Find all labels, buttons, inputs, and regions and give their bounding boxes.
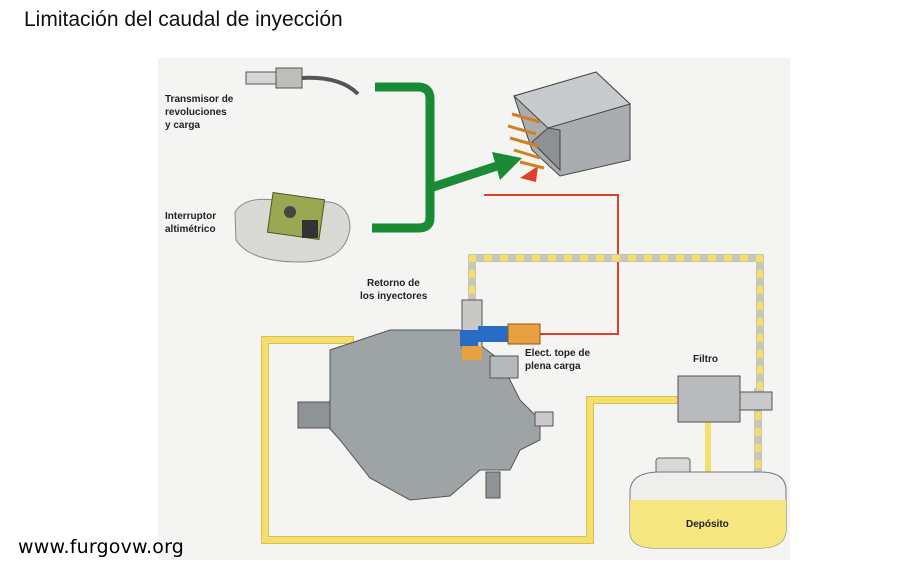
page-title: Limitación del caudal de inyección bbox=[24, 8, 343, 31]
sensor-label-line1: Transmisor de bbox=[165, 94, 234, 105]
signal-lines bbox=[372, 82, 522, 233]
switch-label-line2: altimétrico bbox=[165, 224, 216, 235]
switch-label-line1: Interruptor bbox=[165, 211, 217, 222]
filter-label: Filtro bbox=[693, 354, 718, 365]
return-line bbox=[468, 254, 764, 510]
full-load-solenoid bbox=[460, 299, 541, 360]
fuel-tank bbox=[629, 457, 787, 549]
injection-pump bbox=[297, 329, 554, 501]
fuel-filter bbox=[677, 375, 773, 423]
solenoid-label-line1: Elect. tope de bbox=[525, 348, 591, 359]
tank-label: Depósito bbox=[686, 519, 729, 530]
speed-load-sensor bbox=[245, 67, 360, 96]
control-line bbox=[484, 166, 619, 335]
return-label-line2: los inyectores bbox=[360, 291, 428, 302]
control-unit bbox=[507, 71, 631, 177]
sensor-label-line3: y carga bbox=[165, 120, 201, 131]
return-label-line1: Retorno de bbox=[367, 278, 420, 289]
sensor-label-line2: revoluciones bbox=[165, 107, 227, 118]
signal-arrowhead bbox=[492, 152, 522, 180]
altimetric-switch bbox=[234, 192, 351, 263]
watermark: www.furgovw.org bbox=[18, 536, 185, 558]
solenoid-label-line2: plena carga bbox=[525, 361, 581, 372]
